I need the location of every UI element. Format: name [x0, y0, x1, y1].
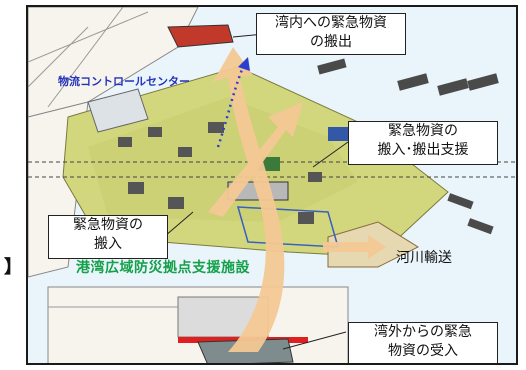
callout-import-export-support: 緊急物資の 搬入･搬出支援: [348, 121, 498, 165]
label-logistics-control-center: 物流コントロールセンター: [58, 75, 190, 88]
export-flow-arrow: [208, 102, 303, 217]
pointer-line: [312, 141, 349, 168]
small-ship: [397, 73, 429, 91]
site-structure: [118, 137, 132, 147]
road-line: [28, 26, 89, 88]
pointer-line: [282, 331, 347, 350]
north-land: [28, 7, 199, 118]
label-port-disaster-facility: 港湾広域防災拠点支援施設: [76, 260, 250, 276]
port-map: [28, 7, 516, 363]
import-flow-arrow: [213, 47, 285, 352]
callout-import: 緊急物資の 搬入: [48, 215, 168, 259]
site-structure: [148, 127, 162, 137]
site-structure: [328, 127, 348, 141]
site-structure: [298, 212, 314, 224]
bay-dispatch-arrow: [216, 66, 245, 148]
site-structure: [208, 122, 224, 133]
site-structure: [168, 197, 184, 209]
port-disaster-base-diagram: 湾内への緊急物資 の搬出 物流コントロールセンター 緊急物資の 搬入･搬出支援 …: [26, 5, 518, 365]
ship-large-north: [167, 24, 234, 48]
road-line: [28, 11, 149, 63]
control-center-building: [87, 88, 149, 133]
river-flow-arrow: [323, 235, 386, 259]
ship-group-east: [317, 58, 499, 235]
site-structure: [308, 172, 322, 182]
callout-bay-dispatch: 湾内への緊急物資 の搬出: [256, 13, 406, 55]
small-ship: [317, 58, 347, 75]
site-structure: [178, 147, 192, 157]
small-ship: [447, 193, 474, 210]
small-ship: [467, 73, 499, 91]
small-ship: [437, 78, 469, 96]
bay-dispatch-arrowhead: [238, 57, 250, 71]
small-ship: [467, 218, 494, 235]
bracket-mark: 】: [4, 257, 22, 278]
site-structure: [128, 182, 144, 194]
label-river-transport: 河川輸送: [396, 250, 452, 266]
road-line: [47, 7, 124, 108]
callout-receive-from-outside: 湾外からの緊急 物資の受入: [348, 322, 498, 363]
